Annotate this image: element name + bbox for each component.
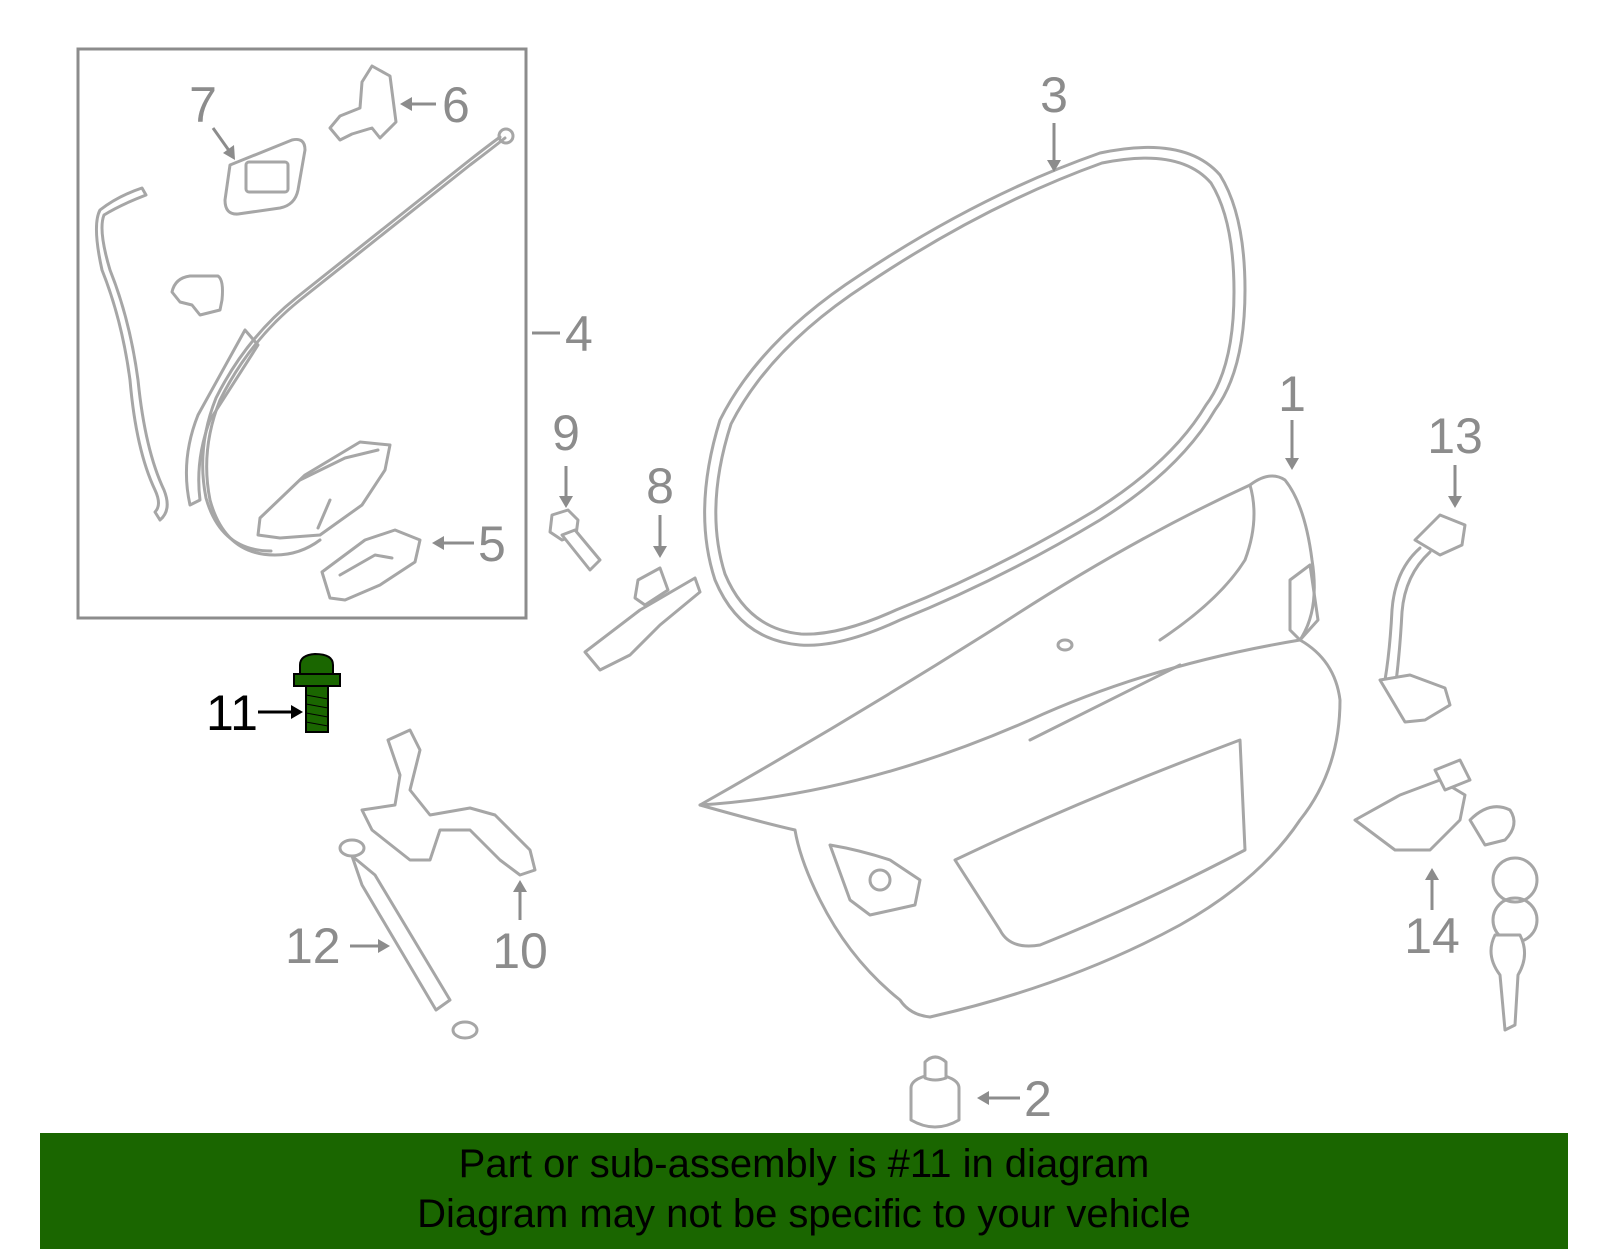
callout-14: 14 (1404, 908, 1460, 964)
part-10-hinge (360, 728, 537, 877)
callout-7: 7 (189, 77, 217, 133)
callout-8: 8 (646, 458, 674, 514)
part-7-garnish (223, 138, 307, 216)
banner-line-2: Diagram may not be specific to your vehi… (417, 1192, 1191, 1236)
part-4-cable (95, 127, 515, 557)
part-12-strut (338, 838, 479, 1040)
sub-assembly-box (76, 47, 528, 620)
callout-4: 4 (565, 306, 593, 362)
part-13-harness (1378, 513, 1467, 724)
callout-1: 1 (1278, 366, 1306, 422)
part-2-bumper (909, 1055, 961, 1129)
part-3-weatherstrip (703, 145, 1247, 647)
part-9-bolt (548, 508, 602, 572)
part-5-bracket (320, 528, 422, 602)
callout-9: 9 (552, 405, 580, 461)
callout-11: 11 (206, 685, 258, 741)
part-1-trunk-lid (698, 474, 1342, 1019)
callout-5: 5 (478, 516, 506, 572)
callout-2: 2 (1024, 1071, 1052, 1127)
part-11-bolt (293, 652, 341, 733)
callout-3: 3 (1040, 67, 1068, 123)
part-4-actuator (256, 440, 392, 540)
info-banner: Part or sub-assembly is #11 in diagram D… (40, 1133, 1568, 1249)
callout-13: 13 (1427, 408, 1483, 464)
leader-lines (211, 97, 1462, 1105)
callout-10: 10 (492, 923, 548, 979)
callout-6: 6 (442, 77, 470, 133)
part-8-striker (583, 566, 702, 672)
callout-12: 12 (285, 918, 341, 974)
banner-line-1: Part or sub-assembly is #11 in diagram (458, 1142, 1150, 1186)
part-14-lock (1353, 758, 1539, 1032)
part-6-clip (328, 64, 398, 142)
